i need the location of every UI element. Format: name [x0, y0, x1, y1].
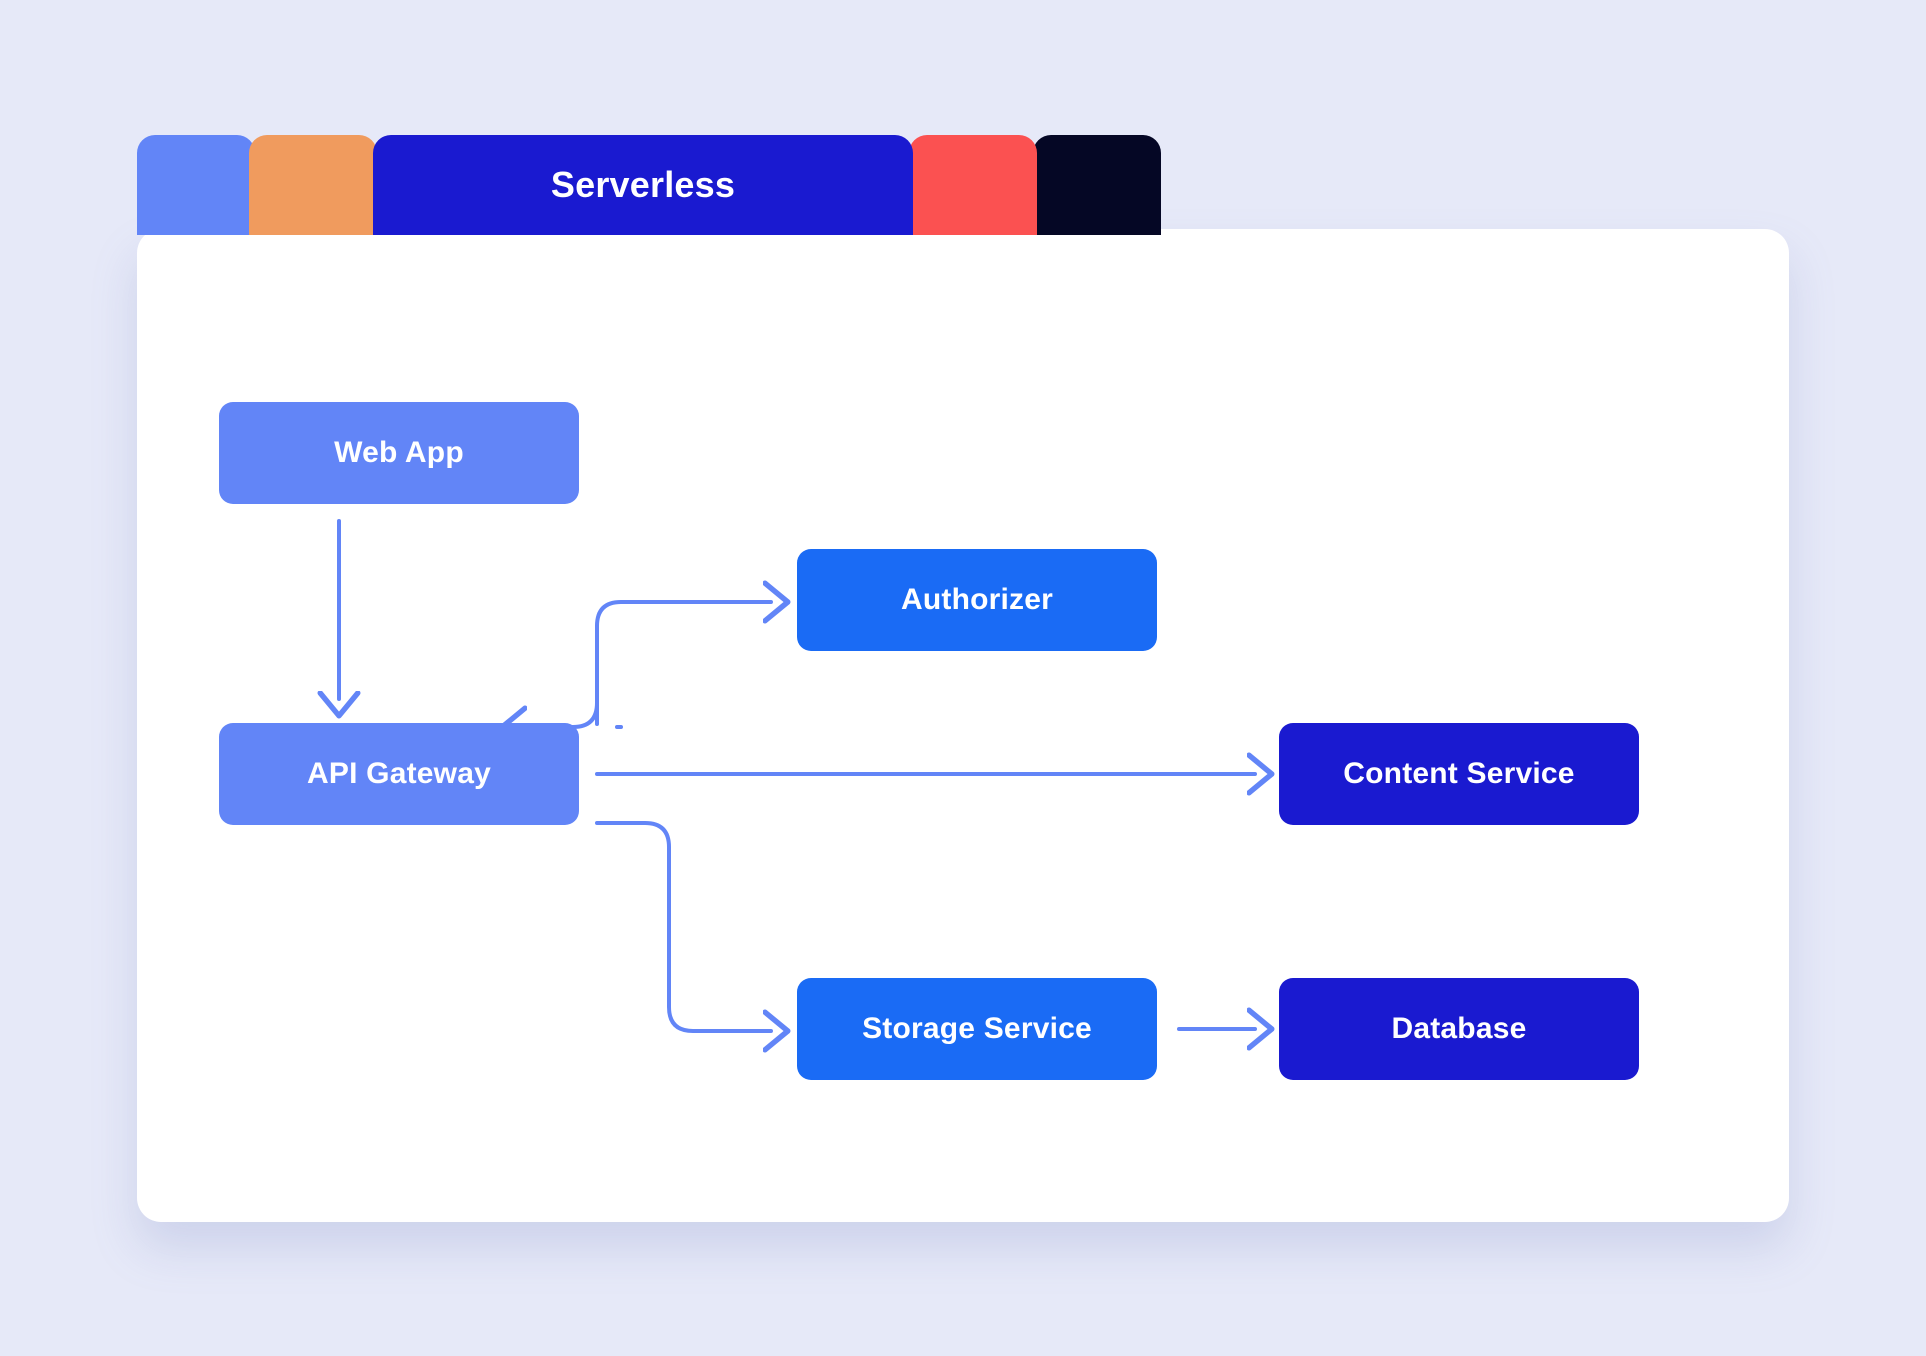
active-tab-title: Serverless — [550, 164, 736, 205]
node-storage-service[interactable]: Storage Service — [797, 978, 1157, 1080]
node-content-service[interactable]: Content Service — [1279, 723, 1639, 825]
node-api-gateway[interactable]: API Gateway — [219, 723, 579, 825]
node-api-gateway-label: API Gateway — [307, 757, 491, 790]
architecture-diagram: Web App API Gateway Authorizer Storage S… — [137, 229, 1789, 1222]
edge-authorizer-return-leg — [519, 624, 599, 727]
node-database-label: Database — [1391, 1012, 1527, 1045]
node-web-app-label: Web App — [334, 436, 464, 469]
node-storage-service-label: Storage Service — [862, 1012, 1092, 1045]
edge-apigateway-to-storageservice — [595, 821, 771, 1031]
node-web-app[interactable]: Web App — [219, 402, 579, 504]
tab-strip: Serverless — [137, 135, 1789, 235]
node-authorizer[interactable]: Authorizer — [797, 549, 1157, 651]
node-authorizer-label: Authorizer — [901, 583, 1053, 616]
edge-apigateway-to-authorizer-out — [595, 602, 771, 726]
node-content-service-label: Content Service — [1343, 757, 1575, 790]
tab-2[interactable] — [249, 135, 377, 235]
content-card: Web App API Gateway Authorizer Storage S… — [137, 229, 1789, 1222]
browser-window: Serverless — [137, 135, 1789, 1222]
tab-3-serverless-active[interactable]: Serverless — [373, 135, 913, 235]
node-database[interactable]: Database — [1279, 978, 1639, 1080]
tab-1[interactable] — [137, 135, 255, 235]
tab-5[interactable] — [1033, 135, 1161, 235]
tab-4[interactable] — [909, 135, 1037, 235]
